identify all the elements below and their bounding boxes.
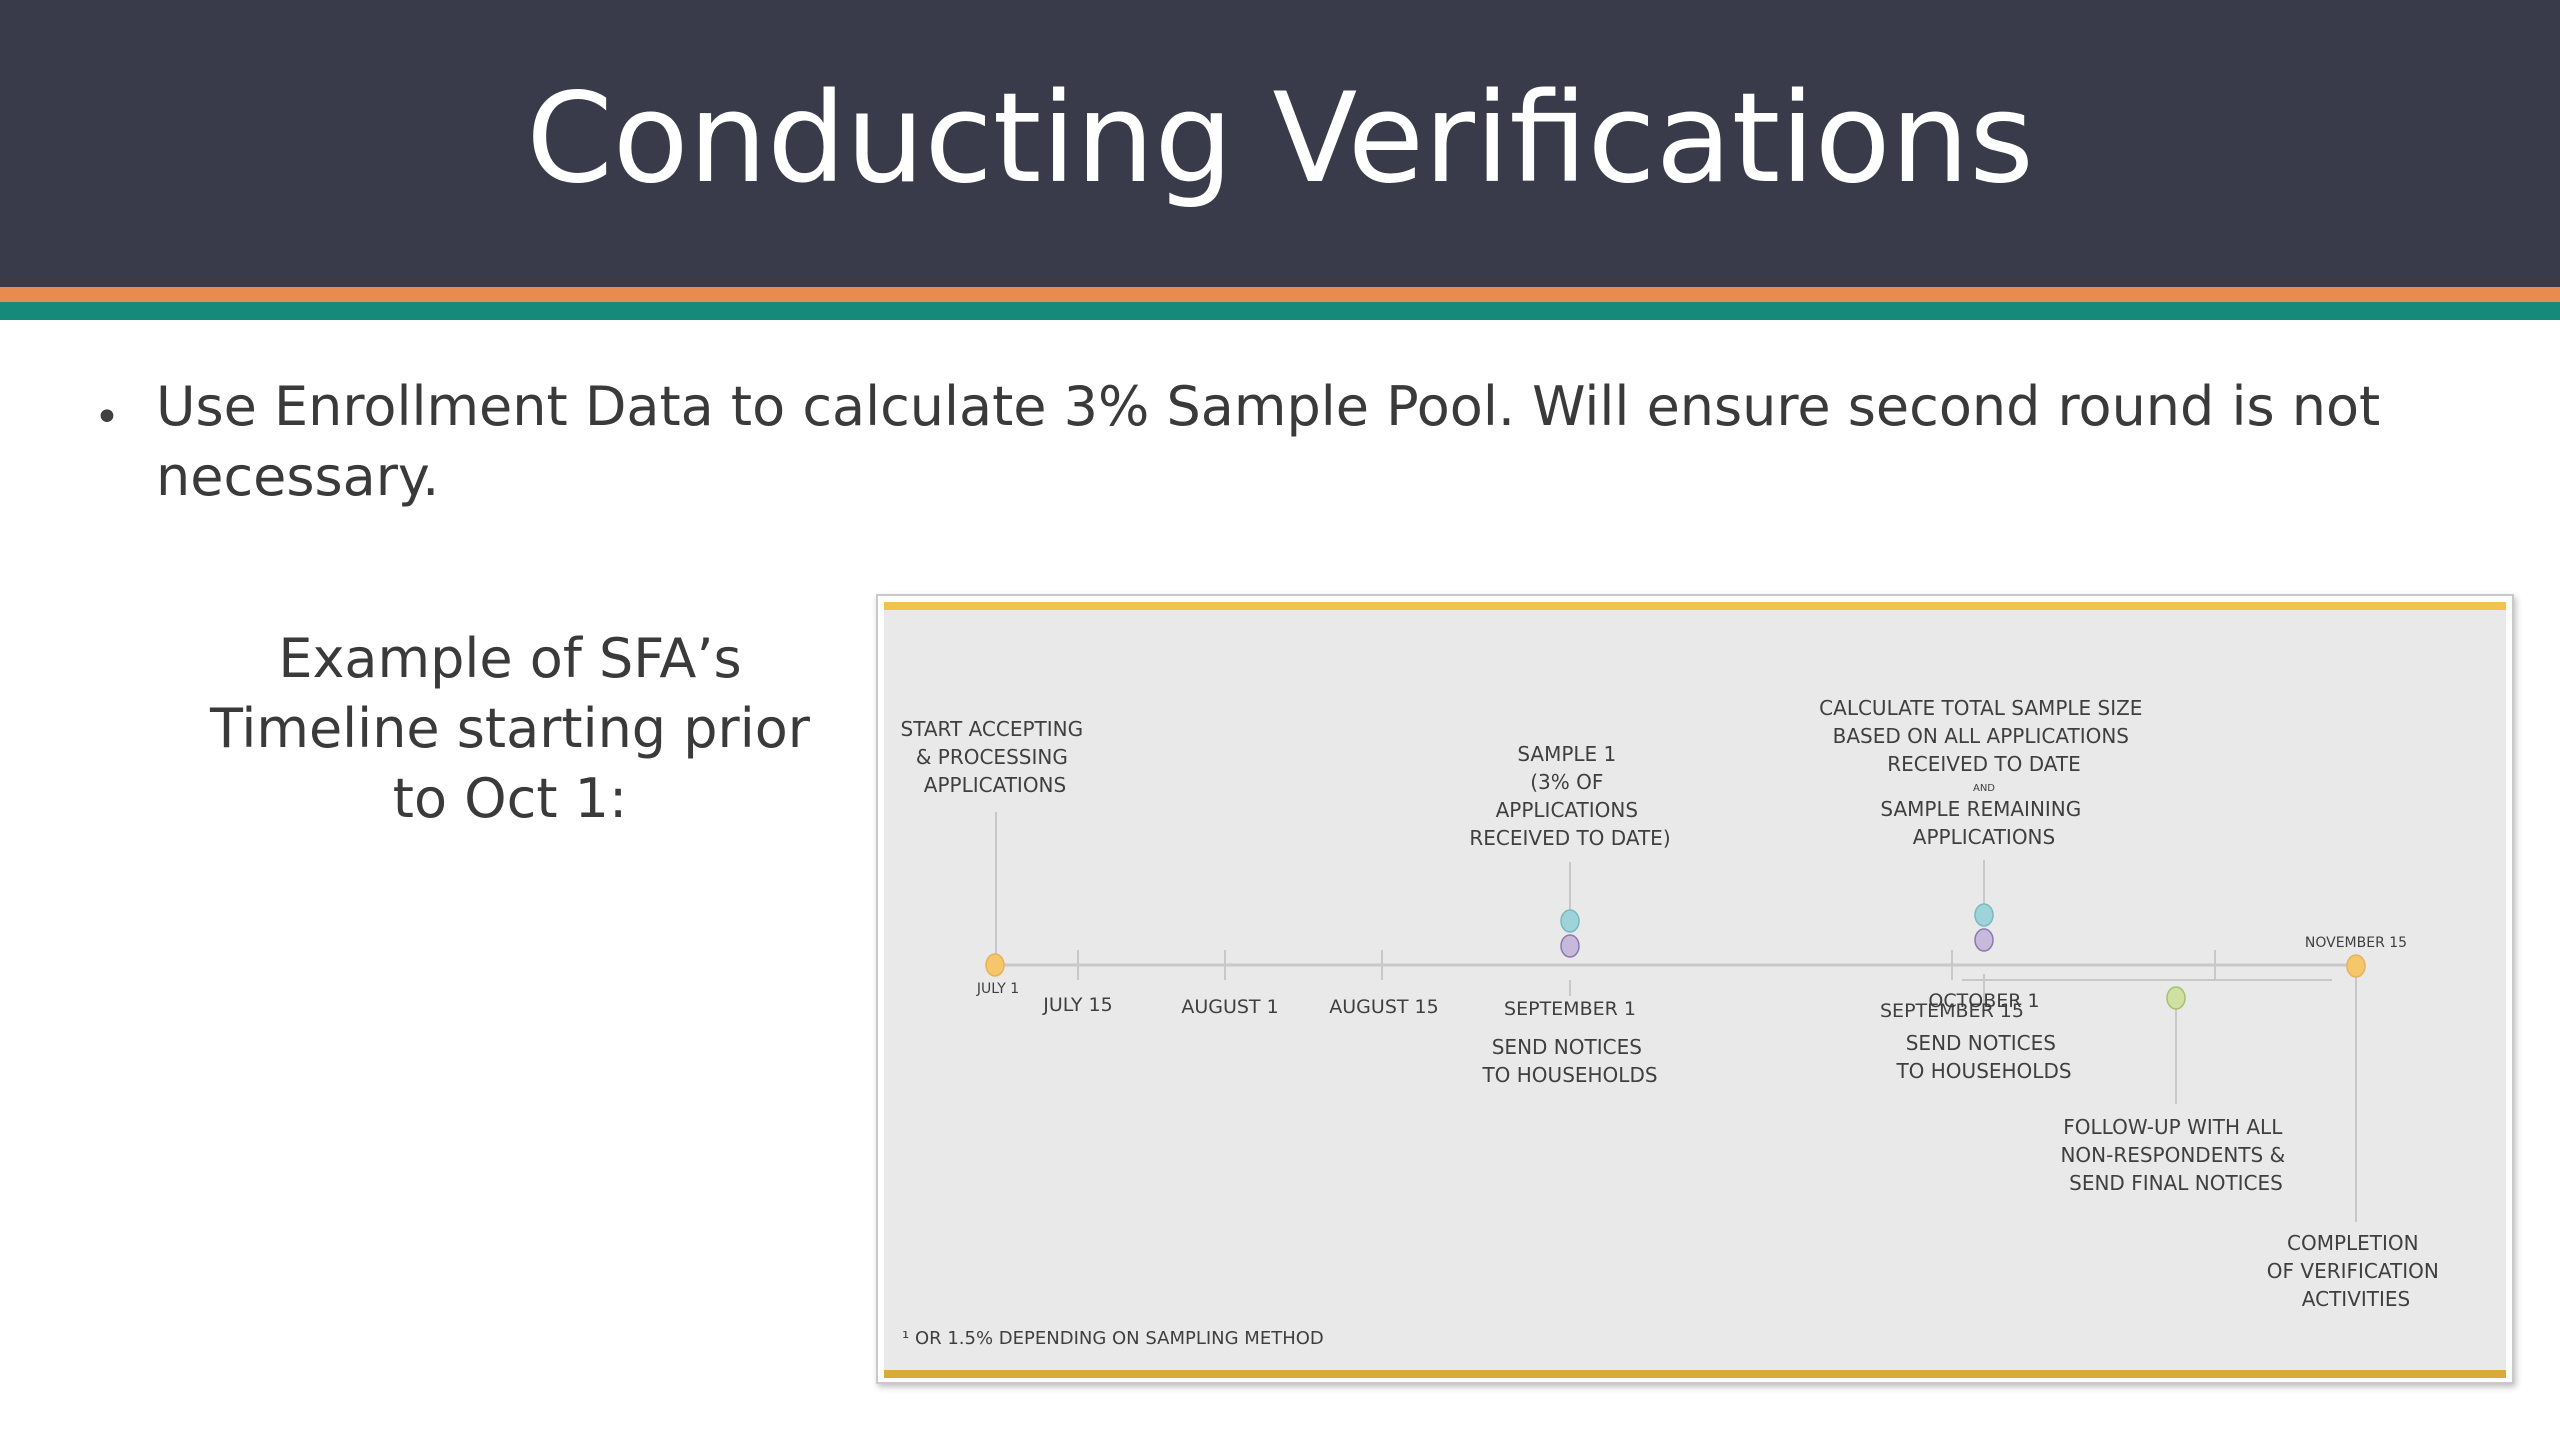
followup-label: FOLLOW-UP WITH ALL NON-RESPONDENTS & SEN… bbox=[2060, 1115, 2291, 1195]
timeline-figure-background bbox=[884, 602, 2506, 1378]
accent-stripe-orange bbox=[0, 287, 2560, 302]
marker-sample1-teal bbox=[1560, 909, 1580, 933]
tick-label: SEPTEMBER 1 bbox=[1504, 998, 1636, 1020]
and-word: AND bbox=[1973, 783, 1995, 794]
caption-line: Timeline starting prior bbox=[210, 697, 810, 760]
tick-label: OCTOBER 1 bbox=[1928, 990, 2039, 1012]
marker-followup bbox=[2166, 986, 2186, 1010]
bullet-dot-icon: • bbox=[94, 392, 120, 443]
calc-label: CALCULATE TOTAL SAMPLE SIZE BASED ON ALL… bbox=[1819, 696, 2149, 776]
timeline-diagram: JULY 1 JULY 15 AUGUST 1 AUGUST 15 SEPTEM… bbox=[901, 696, 2445, 1349]
tick-label: SEPTEMBER 15 bbox=[1880, 1000, 2024, 1022]
marker-calc-teal bbox=[1974, 903, 1994, 927]
notice2-label: SEND NOTICES TO HOUSEHOLDS bbox=[1895, 1031, 2071, 1083]
tick-label: NOVEMBER 15 bbox=[2305, 935, 2407, 951]
notice1-label: SEND NOTICES TO HOUSEHOLDS bbox=[1481, 1035, 1657, 1087]
tick-label: JULY 1 bbox=[976, 981, 1019, 997]
tick-label: AUGUST 1 bbox=[1181, 996, 1278, 1018]
marker-start bbox=[985, 953, 1005, 977]
figure-caption: Example of SFA’s Timeline starting prior… bbox=[190, 624, 830, 834]
accent-stripe-teal bbox=[0, 302, 2560, 320]
marker-sample1-purple bbox=[1560, 934, 1580, 958]
sample1-label: SAMPLE 1 (3% OF APPLICATIONS RECEIVED TO… bbox=[1469, 742, 1670, 850]
footnote: ¹ OR 1.5% DEPENDING ON SAMPLING METHOD bbox=[902, 1328, 1324, 1349]
tick-label: AUGUST 15 bbox=[1329, 996, 1438, 1018]
tick-label: JULY 15 bbox=[1042, 994, 1112, 1016]
marker-calc-purple bbox=[1974, 928, 1994, 952]
title-bar bbox=[0, 0, 2560, 287]
slide-title: Conducting Verifications bbox=[526, 66, 2034, 211]
start-label: START ACCEPTING & PROCESSING APPLICATION… bbox=[901, 717, 1090, 797]
caption-line: to Oct 1: bbox=[392, 767, 628, 830]
sample-remaining-label: SAMPLE REMAINING APPLICATIONS bbox=[1880, 797, 2087, 849]
caption-line: Example of SFA’s bbox=[278, 627, 742, 690]
marker-completion bbox=[2346, 954, 2366, 978]
completion-label: COMPLETION OF VERIFICATION ACTIVITIES bbox=[2267, 1231, 2445, 1311]
bullet-text: Use Enrollment Data to calculate 3% Samp… bbox=[156, 375, 2381, 508]
